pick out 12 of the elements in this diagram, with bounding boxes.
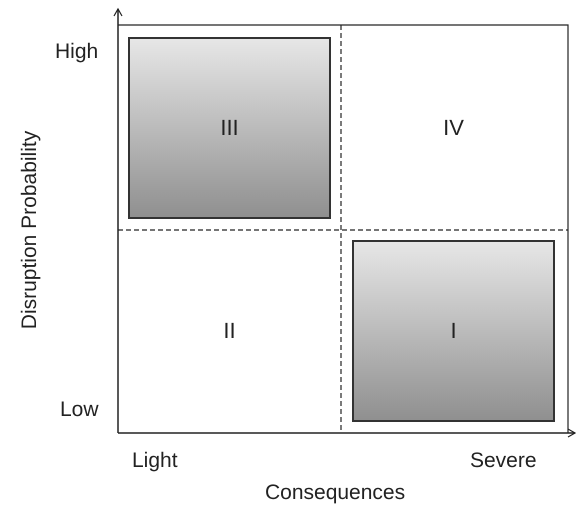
axis-tick-label: Severe bbox=[470, 449, 537, 473]
axis-tick-label: Low bbox=[60, 398, 99, 422]
axis-title: Disruption Probability bbox=[18, 130, 42, 330]
quadrant-label: I bbox=[450, 318, 457, 344]
axis-title: Consequences bbox=[265, 481, 406, 505]
quadrant-label: II bbox=[223, 318, 236, 344]
axis-tick-label: High bbox=[55, 40, 98, 64]
axis-tick-label: Light bbox=[132, 449, 178, 473]
shaded-quadrant-box bbox=[352, 240, 555, 422]
quadrant-label: IV bbox=[443, 115, 464, 141]
quadrant-label: III bbox=[220, 115, 239, 141]
shaded-quadrant-box bbox=[128, 37, 331, 219]
